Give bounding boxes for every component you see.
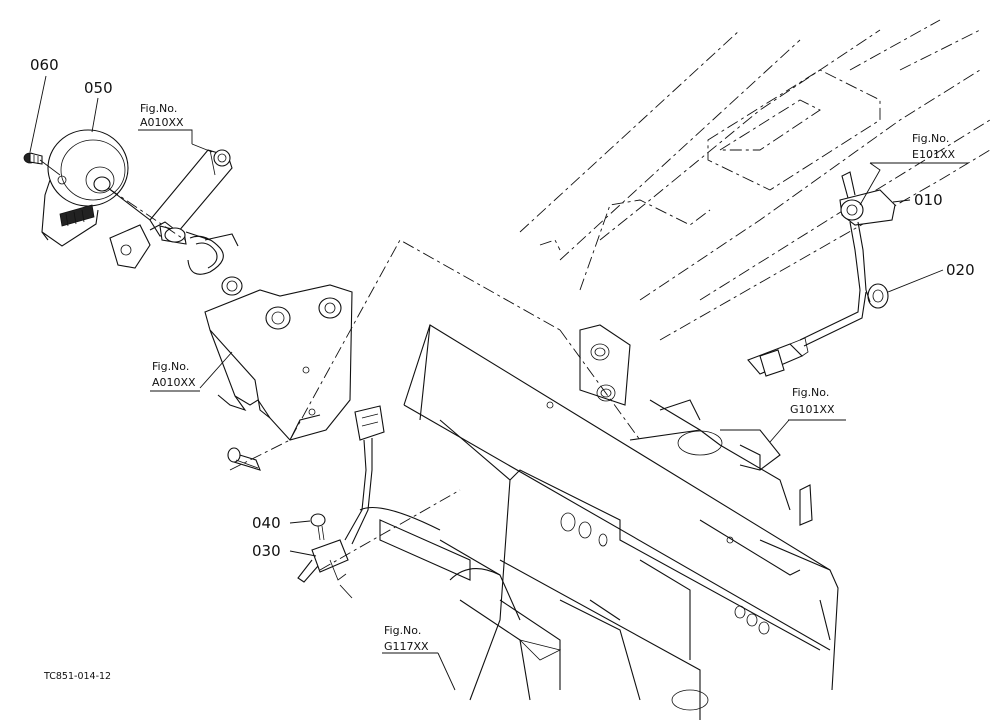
- part-020-grommet: [865, 283, 889, 309]
- leader-lines: [29, 75, 944, 691]
- fig-ref-code: G117XX: [384, 640, 429, 653]
- callout-040: 040: [252, 514, 281, 532]
- fig-ref-code: E101XX: [912, 148, 955, 161]
- callout-060: 060: [30, 56, 59, 74]
- fig-ref-a010-top: Fig.No. A010XX: [138, 102, 193, 144]
- part-060-screw: [23, 152, 43, 165]
- fig-ref-g117: Fig.No. G117XX: [382, 624, 438, 654]
- callout-030: 030: [252, 542, 281, 560]
- fig-ref-title: Fig.No.: [912, 132, 949, 145]
- harness-right: [747, 289, 867, 377]
- fig-ref-title: Fig.No.: [140, 102, 177, 115]
- fig-ref-e101: Fig.No. E101XX: [870, 132, 968, 164]
- drawing-code: TC851-014-12: [43, 671, 111, 682]
- part-050-rotary-sensor: [41, 129, 151, 247]
- fig-ref-title: Fig.No.: [384, 624, 421, 637]
- fig-ref-code: A010XX: [140, 116, 184, 129]
- fig-ref-a010-mid: Fig.No. A010XX: [150, 360, 200, 392]
- part-030-switch: [297, 405, 385, 583]
- part-040-screw: [310, 513, 326, 541]
- fig-ref-code: G101XX: [790, 403, 835, 416]
- callout-050: 050: [84, 79, 113, 97]
- fig-ref-title: Fig.No.: [152, 360, 189, 373]
- main-plate: [359, 324, 839, 720]
- lever-arm: [109, 149, 243, 296]
- fig-ref-title: Fig.No.: [792, 386, 829, 399]
- fig-ref-code: A010XX: [152, 376, 196, 389]
- frame-phantom: [519, 19, 991, 341]
- part-010-switch: [839, 171, 896, 291]
- lever-bracket: [204, 284, 353, 471]
- assembly-lines: [39, 149, 641, 571]
- callout-020: 020: [946, 261, 975, 279]
- callout-010: 010: [914, 191, 943, 209]
- fig-ref-g101: Fig.No. G101XX: [788, 386, 846, 421]
